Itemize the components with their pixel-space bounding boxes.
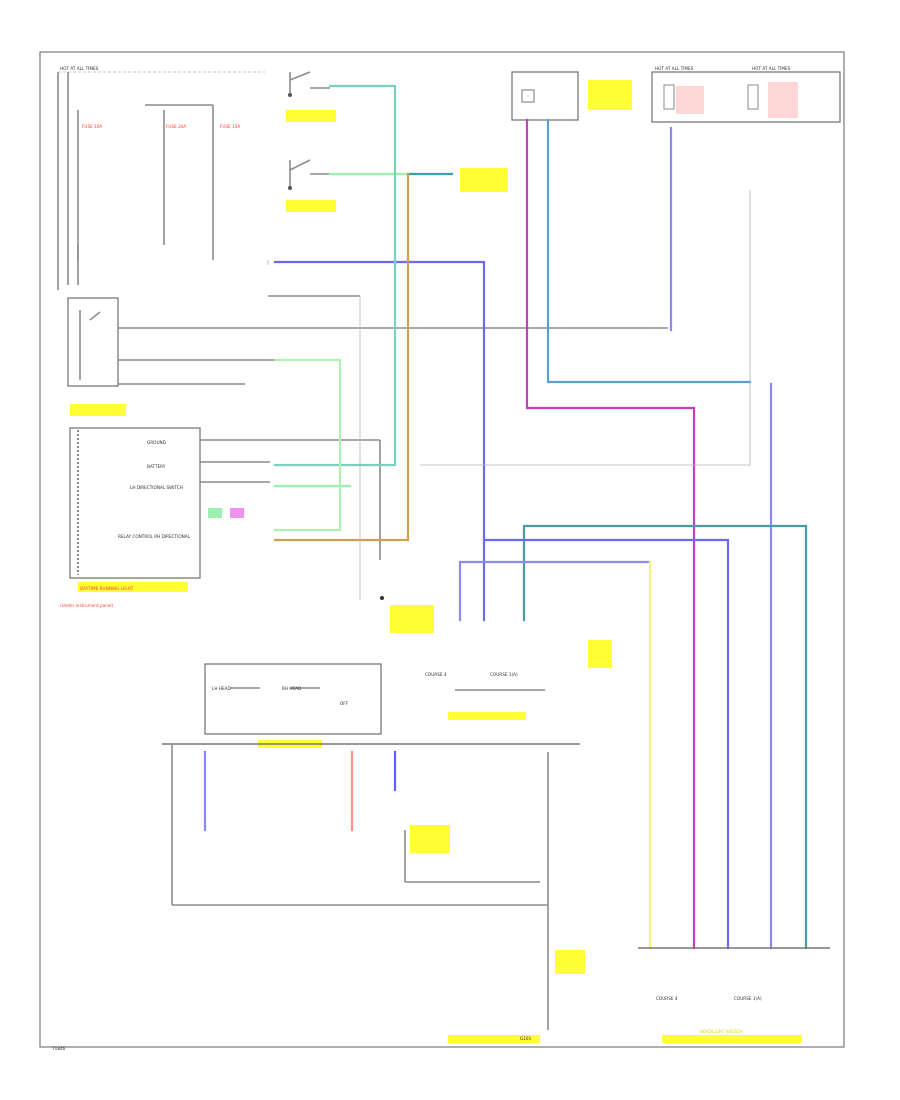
headlight-switch-right: COURSE 4 COURSE 1(A) HEADLIGHT SWITCH	[638, 947, 830, 1043]
combination-switch-side-label	[588, 640, 612, 668]
switch-label-rh: RH HEAD	[282, 686, 301, 691]
drl-control-unit: GROUND BATTERY LH DIRECTIONAL SWITCH REL…	[60, 427, 244, 608]
fuse-label-1: FUSE 10A	[82, 124, 102, 129]
parking-brake-switch	[286, 159, 336, 212]
course-1-label: COURSE 1(A)	[490, 672, 518, 677]
diagram-id: 71846	[52, 1046, 66, 1051]
ecu-pin-battery: BATTERY	[147, 464, 166, 469]
fuse-box-top-right: HOT AT ALL TIMES HOT AT ALL TIMES	[651, 66, 841, 123]
ecu-label: DAYTIME RUNNING LIGHT	[80, 586, 134, 591]
dimmer-switch-block: LH HEAD RH HEAD OFF	[204, 663, 382, 748]
ecu-sublabel: (Under instrument panel)	[60, 603, 114, 608]
bulb-label	[410, 825, 450, 853]
combination-switch: COURSE 4 COURSE 1(A)	[425, 640, 612, 720]
ecu-pin-relay: RELAY CONTROL RH DIRECTIONAL	[118, 534, 191, 539]
switch-label-lh: LH HEAD	[212, 686, 231, 691]
right-connector-label-bar	[662, 1035, 802, 1043]
hot-label-2: HOT AT ALL TIMES	[752, 66, 791, 71]
combination-switch-label-bar	[448, 712, 526, 720]
bottom-course-4: COURSE 4	[656, 996, 678, 1001]
ground-label-bar	[448, 1035, 540, 1043]
headlight-switch-label	[70, 404, 126, 416]
ecu-pin-lh-dir: LH DIRECTIONAL SWITCH	[130, 485, 183, 490]
course-4-label: COURSE 4	[425, 672, 447, 677]
parking-brake-label	[286, 200, 336, 212]
ecu-pin-ground: GROUND	[147, 440, 166, 445]
fuse-label-2: FUSE 20A	[166, 124, 186, 129]
brake-switch-label	[286, 110, 336, 122]
connector-label-right	[555, 950, 585, 974]
ground-label: G101	[520, 1036, 532, 1041]
right-connector-label: HEADLIGHT SWITCH	[700, 1029, 742, 1034]
power-distribution-label: HOT AT ALL TIMES	[60, 66, 99, 71]
headlight-switch	[67, 297, 126, 416]
switch-label-off: OFF	[340, 701, 349, 706]
relay-junction-label	[390, 605, 434, 633]
power-distribution-block: HOT AT ALL TIMES FUSE 10A FUSE 20A FUSE …	[57, 66, 265, 290]
brake-switch	[286, 71, 336, 122]
relay-box	[511, 71, 579, 121]
diagram-frame	[39, 51, 845, 1048]
hot-label-1: HOT AT ALL TIMES	[655, 66, 694, 71]
relay-label	[588, 80, 632, 110]
ecu-label-bar	[78, 582, 188, 592]
fuse-label-3: FUSE 15A	[220, 124, 240, 129]
turn-signal-label	[460, 168, 508, 192]
bottom-course-1: COURSE 1(A)	[734, 996, 762, 1001]
